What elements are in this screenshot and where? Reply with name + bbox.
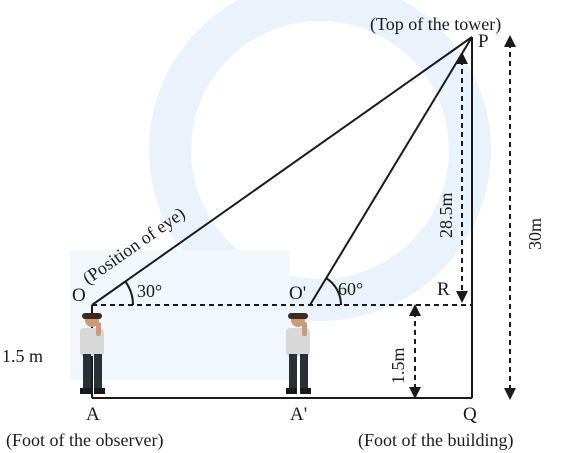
arrowhead-30m-bottom xyxy=(504,388,516,400)
point-label-A-prime: A' xyxy=(290,404,307,425)
measure-28-5m: 28.5m xyxy=(436,192,456,238)
angle-arc-60 xyxy=(325,277,342,306)
measure-1-5m: 1.5m xyxy=(388,347,408,384)
caption-foot-of-building: (Foot of the building) xyxy=(358,430,514,451)
arrowhead-28-5m-bottom xyxy=(456,291,468,303)
point-label-Q: Q xyxy=(463,404,477,425)
background-watermark xyxy=(70,0,491,380)
point-label-A: A xyxy=(86,404,100,425)
angle-label-60: 60° xyxy=(338,279,363,299)
measure-30m: 30m xyxy=(525,218,545,250)
angle-label-30: 30° xyxy=(137,281,162,301)
measure-observer-height: 1.5 m xyxy=(2,346,43,366)
person-icon xyxy=(286,313,311,394)
line-of-sight-Oprime-P xyxy=(309,36,473,306)
line-of-sight-O-P xyxy=(91,36,473,306)
arrowhead-28-5m-top xyxy=(456,52,468,64)
arrowhead-30m-top xyxy=(504,35,516,47)
point-label-O-prime: O' xyxy=(289,283,306,304)
caption-top-of-tower: (Top of the tower) xyxy=(370,14,501,35)
caption-foot-of-observer: (Foot of the observer) xyxy=(6,430,163,451)
arrowheads xyxy=(409,35,516,400)
arrowhead-1-5m-top xyxy=(409,304,421,316)
person-icon xyxy=(80,313,105,394)
point-label-P: P xyxy=(478,31,489,52)
arrowhead-1-5m-bottom xyxy=(409,387,421,399)
point-label-O: O xyxy=(72,285,86,306)
point-label-R: R xyxy=(437,279,450,300)
